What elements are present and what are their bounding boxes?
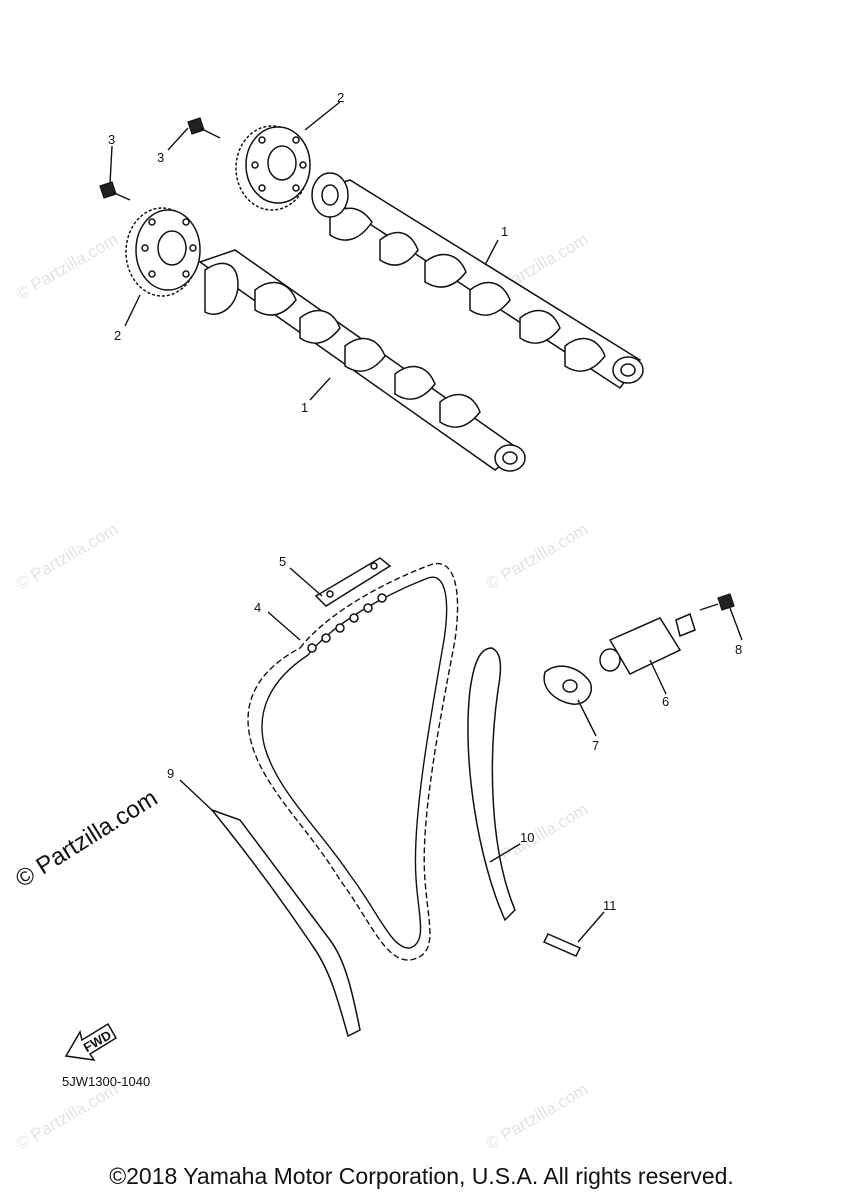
part-label: 6: [662, 694, 669, 709]
part-label: 1: [501, 224, 508, 239]
chain-guide-exhaust: [209, 808, 361, 1038]
part-label: 11: [603, 898, 617, 913]
watermark: © Partzilla.com: [13, 230, 122, 304]
watermarks: © Partzilla.com © Partzilla.com © Partzi…: [11, 230, 591, 1154]
camshaft-upper: [311, 172, 644, 390]
sprocket-bolts: [99, 117, 221, 201]
part-labels: 1 1 2 2 3 3 4 5 6 7 8 9 10 11: [108, 90, 742, 913]
watermark-large: © Partzilla.com: [11, 784, 162, 893]
chain-guide-top: [314, 557, 392, 607]
part-label: 1: [301, 400, 308, 415]
part-label: 10: [520, 830, 534, 845]
watermark: © Partzilla.com: [483, 1080, 592, 1154]
pin: [542, 933, 582, 957]
part-label: 2: [114, 328, 121, 343]
part-label: 8: [735, 642, 742, 657]
chain-links: [307, 593, 387, 653]
watermark: © Partzilla.com: [13, 1080, 122, 1154]
part-label: 7: [592, 738, 599, 753]
watermark: © Partzilla.com: [483, 520, 592, 594]
part-label: 4: [254, 600, 261, 615]
part-label: 5: [279, 554, 286, 569]
camshaft-lower: [198, 249, 526, 472]
fwd-arrow-icon: FWD: [64, 1022, 118, 1061]
tensioner-assembly: [543, 593, 735, 705]
copyright: ©2018 Yamaha Motor Corporation, U.S.A. A…: [109, 1163, 734, 1189]
leader-lines: [109, 101, 743, 943]
watermark: © Partzilla.com: [13, 520, 122, 594]
part-label: 3: [108, 132, 115, 147]
part-label: 9: [167, 766, 174, 781]
part-code: 5JW1300-1040: [62, 1074, 150, 1089]
part-label: 2: [337, 90, 344, 105]
part-label: 3: [157, 150, 164, 165]
cam-sprocket-upper: [235, 125, 311, 211]
timing-chain: [247, 562, 459, 961]
tensioner-guide: [467, 647, 516, 922]
cam-sprocket-lower: [125, 207, 201, 297]
